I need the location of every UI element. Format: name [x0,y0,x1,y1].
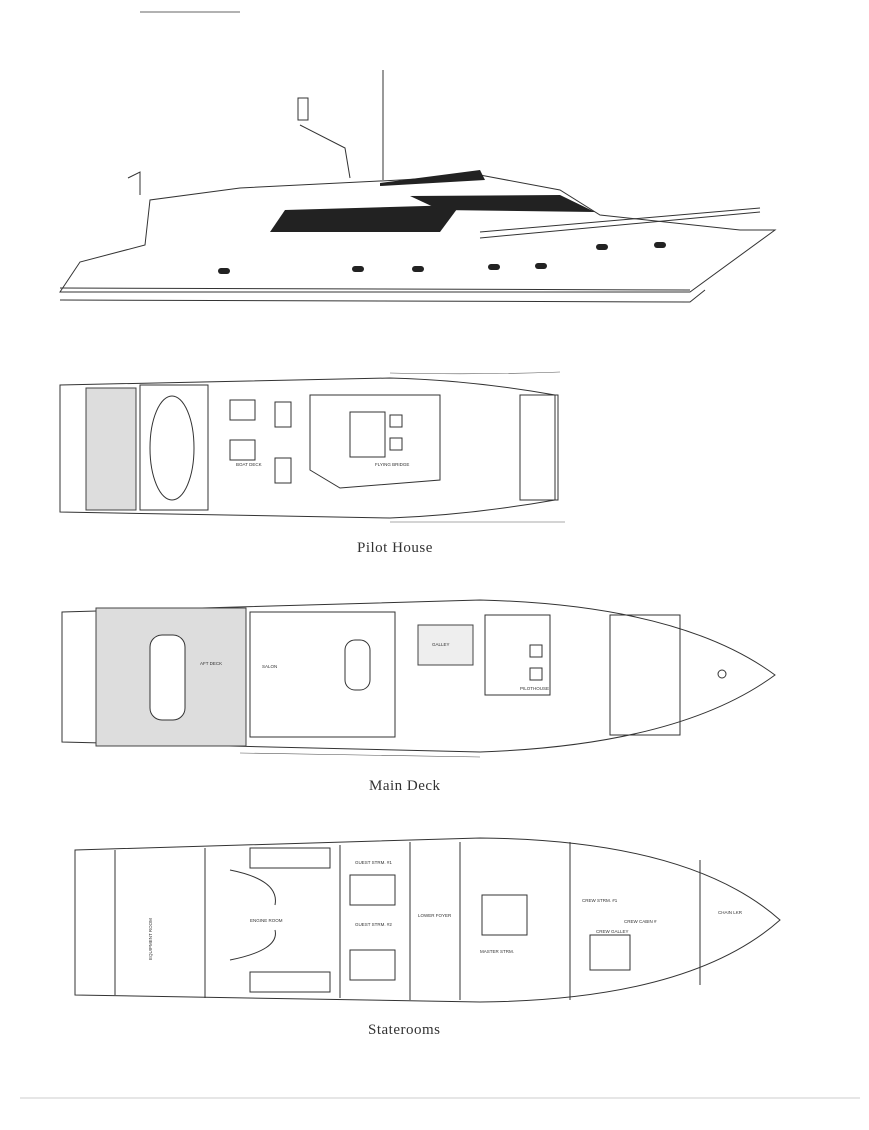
label-galley: GALLEY [432,642,450,647]
label-aft-deck: AFT DECK [200,661,222,666]
side-profile [59,70,777,303]
pilot-house-plan [59,371,565,523]
label-crew-cabin: CREW CABIN # [624,919,657,924]
label-guest-2: GUEST STRM. #2 [355,922,392,927]
label-engine-room: ENGINE ROOM [250,918,283,923]
caption-pilot-house: Pilot House [357,540,433,556]
label-pilothouse: PILOTHOUSE [520,686,549,691]
label-crew-galley: CREW GALLEY [596,929,629,934]
label-salon: SALON [262,664,277,669]
caption-staterooms: Staterooms [368,1022,441,1038]
label-master: MASTER STRM. [480,949,514,954]
label-guest-1: GUEST STRM. #1 [355,860,392,865]
label-equipment-room: EQUIPMENT ROOM [148,918,153,960]
label-lower-foyer: LOWER FOYER [418,913,452,918]
label-boat-deck: BOAT DECK [236,462,262,467]
caption-main-deck: Main Deck [369,778,441,794]
label-flying-bridge: FLYING BRIDGE [375,462,409,467]
staterooms-plan [74,837,781,1003]
label-crew-1: CREW STRM. #1 [582,898,618,903]
label-chain-locker: CHAIN LKR [718,910,743,915]
main-deck-plan [61,599,776,758]
